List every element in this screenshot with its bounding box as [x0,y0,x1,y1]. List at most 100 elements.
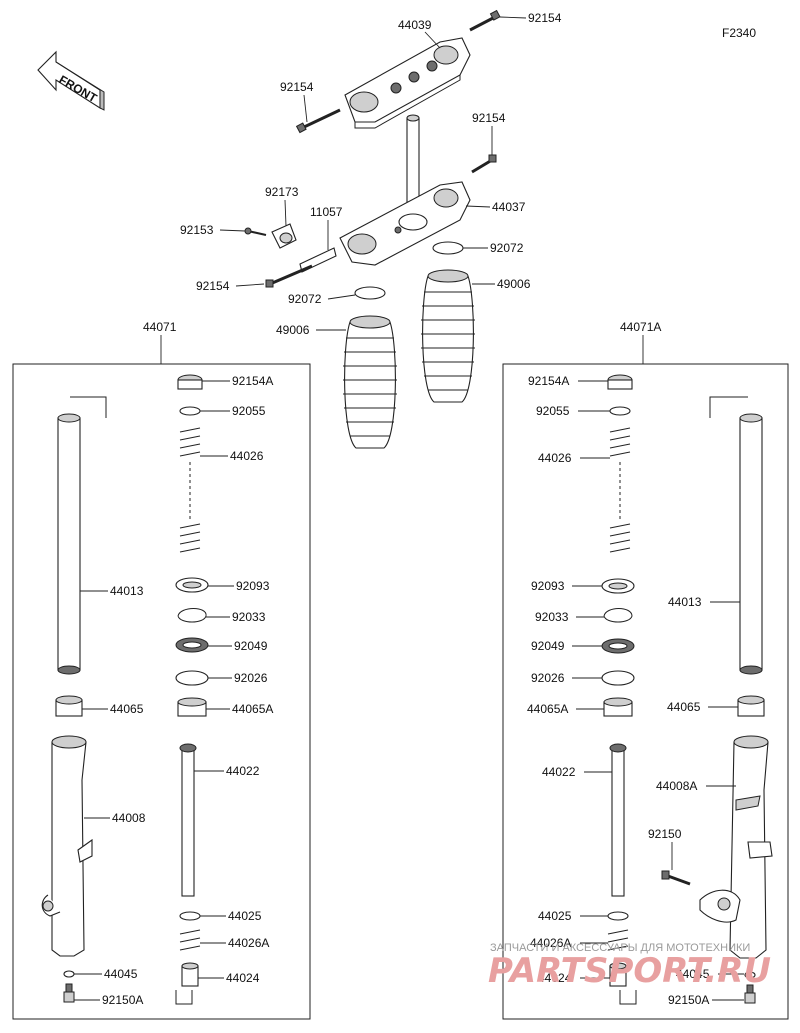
bolt-92154-left [295,108,341,134]
right-outer-tube-44008A [699,735,773,959]
bracket-92173 [271,223,297,249]
label-left-92033: 92033 [232,610,266,624]
left-bushing-44065A [177,697,207,717]
left-ring-44025 [179,911,201,921]
label-92153: 92153 [180,223,214,237]
left-spring-44026A [179,929,201,951]
lower-triple-clamp [339,181,471,266]
label-92072-a: 92072 [490,241,524,255]
right-bushing-44065 [737,695,765,717]
label-left-44013: 44013 [110,584,144,598]
label-44071: 44071 [143,320,177,334]
label-right-92150: 92150 [648,827,682,841]
clamp-92072-right [432,241,464,255]
left-washer-44045 [63,970,75,978]
label-right-44026: 44026 [538,451,572,465]
right-bolt-92150A [744,984,756,1004]
bolt-92153 [244,227,267,236]
label-92154-b: 92154 [280,80,314,94]
right-clip-92033 [603,608,633,623]
right-spring-44026 [609,427,631,553]
watermark-caption: ЗАПЧАСТИ И АКСЕССУАРЫ ДЛЯ МОТОТЕХНИКИ [490,942,750,954]
left-inner-tube-44013 [57,396,107,675]
label-left-92093: 92093 [236,579,270,593]
label-49006-a: 49006 [497,277,531,291]
label-left-44008: 44008 [112,811,146,825]
label-right-92055: 92055 [536,404,570,418]
label-right-44065: 44065 [667,700,701,714]
right-cap-92154A [607,374,633,390]
label-92154-a: 92154 [528,11,562,25]
label-right-44022: 44022 [542,765,576,779]
label-44037: 44037 [492,200,526,214]
label-44071A: 44071A [620,320,661,334]
label-left-44026A: 44026A [228,936,269,950]
label-left-44022: 44022 [226,764,260,778]
left-fork-assembly-box [12,363,311,1020]
label-92154-c: 92154 [472,111,506,125]
bolt-92154-top [469,9,501,32]
label-92154-d: 92154 [196,279,230,293]
right-fork-assembly-box [502,363,789,1020]
figure-code: F2340 [722,26,756,40]
label-right-92150A: 92150A [668,993,709,1007]
label-right-92026: 92026 [531,671,565,685]
label-92072-b: 92072 [288,292,322,306]
right-collar-44024 [609,962,627,987]
left-outer-tube-44008 [41,735,93,957]
label-right-92049: 92049 [531,639,565,653]
left-cap-92154A [177,374,203,390]
label-right-44026A: 44026A [530,936,571,950]
right-seal-92049 [601,638,635,654]
label-49006-b: 49006 [276,323,310,337]
label-left-92026: 92026 [234,671,268,685]
bolt-92154-mid [471,154,497,174]
label-right-44024: 44024 [538,971,572,985]
left-cylinder-44022 [179,743,197,897]
left-spring-44026 [179,427,201,553]
left-collar-44024 [181,962,199,987]
fork-boot-right [421,269,475,403]
fork-boot-left [343,315,397,449]
right-bushing-44065A [603,697,633,717]
label-92173: 92173 [265,185,299,199]
left-bolt-92150A [63,983,75,1003]
left-seal-92093 [175,577,209,593]
right-washer-92026 [601,670,635,686]
label-left-92049: 92049 [234,639,268,653]
bolt-92154-low [265,264,313,288]
label-right-44065A: 44065A [527,702,568,716]
right-inner-tube-44013 [709,396,763,675]
label-right-44013: 44013 [668,595,702,609]
label-left-44065: 44065 [110,702,144,716]
left-bushing-44065 [55,695,83,717]
right-seal-92093 [601,578,635,594]
left-clip-92033 [177,608,207,623]
label-left-44045: 44045 [104,967,138,981]
watermark-brand: PARTSPORT.RU [488,951,771,991]
right-bolt-92150 [661,870,691,886]
left-seal-92049 [175,637,209,653]
label-right-44025: 44025 [538,909,572,923]
label-right-92093: 92093 [531,579,565,593]
label-right-44008A: 44008A [656,779,697,793]
right-oring-92055 [609,406,631,416]
clamp-92072-left [354,286,386,300]
right-ring-44025 [607,911,629,921]
right-spring-44026A [607,929,629,951]
front-arrow-icon: FRONT [37,50,105,111]
label-left-44024: 44024 [226,971,260,985]
label-44039: 44039 [398,18,432,32]
label-left-92150A: 92150A [102,993,143,1007]
left-oring-92055 [179,406,201,416]
right-washer-44045 [744,971,756,979]
upper-triple-clamp [344,37,471,129]
label-11057: 11057 [310,205,343,219]
label-left-44025: 44025 [228,909,262,923]
label-left-44065A: 44065A [232,702,273,716]
label-left-92154A: 92154A [232,374,273,388]
label-left-92055: 92055 [232,404,266,418]
left-washer-92026 [175,670,209,686]
label-right-44045: 44045 [676,967,710,981]
